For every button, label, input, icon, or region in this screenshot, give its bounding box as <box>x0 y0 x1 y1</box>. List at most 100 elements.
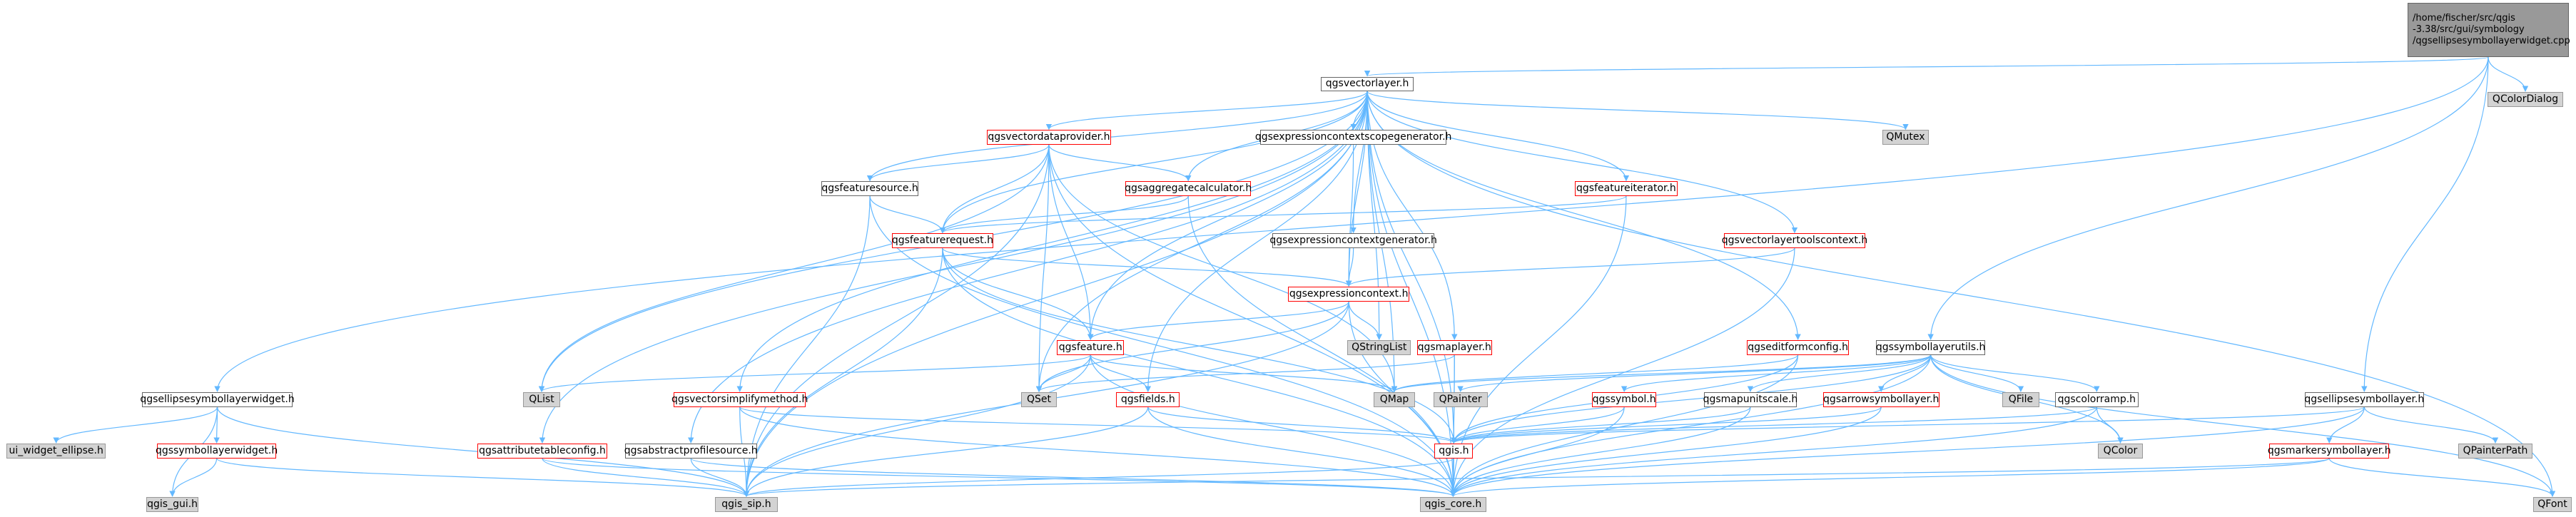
node-qstringlist[interactable]: QStringList <box>1347 340 1411 355</box>
edge-qgscolorramp-to-qgis <box>1451 406 2097 444</box>
edge-qgsexpressioncontext-to-qstringlist <box>1348 301 1382 340</box>
edge-root-to-qcolordialog <box>2488 56 2529 92</box>
edge-qgsfeaturerequest-to-qgsfeature <box>942 247 1094 340</box>
node-qgsvectordataprovider[interactable]: qgsvectordataprovider.h <box>986 130 1111 145</box>
node-qgsexpressioncontextgenerator[interactable]: qgsexpressioncontextgenerator.h <box>1269 233 1437 248</box>
node-qgssymbollayerwidget[interactable]: qgssymbollayerwidget.h <box>156 444 278 459</box>
edge-qgsvectorlayer-to-qgsfields <box>1145 91 1368 392</box>
edge-qgis-to-qgissip <box>744 458 1454 497</box>
node-qcolor[interactable]: QColor <box>2098 444 2143 459</box>
node-qfont[interactable]: QFont <box>2533 496 2572 512</box>
edge-qgsvectorlayer-to-qgsfeature <box>1087 91 1368 340</box>
edge-qgsmapunitscale-to-qgiscore <box>1450 406 1751 497</box>
node-qgsfeaturesource[interactable]: qgsfeaturesource.h <box>821 181 918 197</box>
edge-qgsaggregatecalc-to-qgsfeaturerequest <box>939 195 1189 234</box>
node-qgsarrowsymbollayer[interactable]: qgsarrowsymbollayer.h <box>1822 392 1939 407</box>
edge-qgsvectorlayer-to-qgiscore <box>1366 91 1456 497</box>
edge-qgssymbollayerutils-to-qgsmapunitscale <box>1747 354 1932 392</box>
node-qgssymbol[interactable]: qgssymbol.h <box>1591 392 1657 407</box>
edge-qgsfeature-to-qgsfields <box>1090 354 1151 392</box>
edge-qgsfeature-to-qgiscore <box>1090 354 1456 497</box>
edge-qgssymbollayerutils-to-qgiscore <box>1450 354 1932 497</box>
edge-qgsmapunitscale-to-qgis <box>1451 406 1751 444</box>
node-qmutex[interactable]: QMutex <box>1882 130 1929 145</box>
edge-qgsvltoolscontext-to-qgsexpressioncontext <box>1346 247 1795 287</box>
edge-qgsvectorlayer-to-qgsmaplayer <box>1366 91 1458 340</box>
node-qgsmarkersymbollayer[interactable]: qgsmarkersymbollayer.h <box>2268 444 2391 459</box>
node-qgis-core[interactable]: qgis_core.h <box>1420 496 1486 512</box>
edge-qgssymbollayerutils-to-qgsarrowsymbollayer <box>1878 354 1932 392</box>
node-qgsvectorlayertoolscontext[interactable]: qgsvectorlayertoolscontext.h <box>1722 233 1867 248</box>
node-qpainter[interactable]: QPainter <box>1433 392 1488 407</box>
node-qgssymbollayerutils[interactable]: qgssymbollayerutils.h <box>1875 340 1986 355</box>
node-qcolordialog[interactable]: QColorDialog <box>2488 92 2563 107</box>
edge-qgsvectorsimplify-to-qgis <box>739 406 1457 444</box>
edge-root-to-qgssymbollayerutils <box>1927 56 2489 340</box>
node-ui-widget-ellipse[interactable]: ui_widget_ellipse.h <box>6 444 106 459</box>
node-qgis-gui[interactable]: qgis_gui.h <box>146 496 198 512</box>
edge-qgsellipselayer-to-qgis <box>1451 406 2365 444</box>
node-qgsattributetableconfig[interactable]: qgsattributetableconfig.h <box>477 444 607 459</box>
edge-qgsvectordataprovider-to-qgissip <box>743 144 1050 497</box>
node-qgsexpressioncontextscopegenerator[interactable]: qgsexpressioncontextscopegenerator.h <box>1255 130 1451 145</box>
edge-qgsvectorsimplify-to-qgiscore <box>739 406 1456 497</box>
node-qgsabstractprofilesource[interactable]: qgsabstractprofilesource.h <box>624 444 758 459</box>
edge-qgsfeature-to-qgissip <box>743 354 1091 497</box>
edge-qgsellipsewidget-to-uiwidgetellipse <box>53 406 218 444</box>
edge-qgssymbollayerutils-to-qmap <box>1391 354 1932 392</box>
node-qgis-sip[interactable]: qgis_sip.h <box>714 496 779 512</box>
edge-qgscolorramp-to-qcolor <box>2096 406 2124 444</box>
node-qgis[interactable]: qgis.h <box>1434 444 1474 459</box>
edge-qgsfeaturesource-to-qgissip <box>743 196 871 497</box>
node-qmap[interactable]: QMap <box>1374 392 1415 407</box>
edge-qgsvectorlayer-to-qgsfeaturesource <box>866 91 1368 182</box>
edge-qgsvectorlayer-to-qgsabstractprofile <box>688 91 1368 444</box>
node-qgsvectorsimplifymethod[interactable]: qgsvectorsimplifymethod.h <box>671 392 808 407</box>
node-qgsellipsesymbollayerwidget[interactable]: qgsellipsesymbollayerwidget.h <box>140 392 295 407</box>
node-qpainterpath[interactable]: QPainterPath <box>2458 444 2532 459</box>
node-qgsmapunitscale[interactable]: qgsmapunitscale.h <box>1703 392 1797 407</box>
edge-qgsmarkersymbollayer-to-qgissip <box>744 458 2330 497</box>
node-root-file[interactable]: /home/fischer/src/qgis -3.38/src/gui/sym… <box>2408 3 2570 57</box>
edge-qgsvectordataprovider-to-qgsaggregatecalc <box>1048 144 1192 182</box>
node-qgsfeaturerequest[interactable]: qgsfeaturerequest.h <box>891 233 994 248</box>
node-qfile[interactable]: QFile <box>2002 392 2039 407</box>
edge-qgsfields-to-qgiscore <box>1147 406 1456 497</box>
edge-qgsellipselayer-to-qgiscore <box>1450 406 2365 497</box>
edge-qgssymbollayerutils-to-qgis <box>1451 354 1932 444</box>
edge-qgsfeaturerequest-to-qgsexpressioncontext <box>942 247 1352 287</box>
node-qgseditformconfig[interactable]: qgseditformconfig.h <box>1747 340 1849 355</box>
node-qgsfields[interactable]: qgsfields.h <box>1116 392 1180 407</box>
edge-qgsvectordataprovider-to-qgsfeaturesource <box>866 144 1050 182</box>
node-qgsellipsesymbollayer[interactable]: qgsellipsesymbollayer.h <box>2304 392 2424 407</box>
edge-qgsattrtableconfig-to-qgissip <box>542 458 750 497</box>
node-qgsaggregatecalculator[interactable]: qgsaggregatecalculator.h <box>1125 181 1252 197</box>
node-qgsexpressioncontext[interactable]: qgsexpressioncontext.h <box>1288 287 1410 302</box>
edge-qgsmarkersymbollayer-to-qfont <box>2328 458 2556 497</box>
node-qgsvectorlayer[interactable]: qgsvectorlayer.h <box>1321 76 1414 92</box>
edge-qgsellipselayer-to-qgsmarkersymbollayer <box>2326 406 2365 444</box>
edge-qgssymbollayerutils-to-qfile <box>1930 354 2024 392</box>
edge-qgsexprctxscopegen-to-qgsexpressioncontext <box>1345 144 1354 287</box>
node-qgsmaplayer[interactable]: qgsmaplayer.h <box>1416 340 1493 355</box>
edge-qgsfields-to-qgissip <box>743 406 1149 497</box>
edge-qgssymbollayerutils-to-qfont <box>1930 354 2556 497</box>
edge-qgsvectorlayer-to-qgsfeatureiterator <box>1366 91 1630 182</box>
edge-qgsvectorlayer-to-qgseditformconfig <box>1366 91 1801 340</box>
node-qgsfeature[interactable]: qgsfeature.h <box>1057 340 1125 355</box>
node-qgsfeatureiterator[interactable]: qgsfeatureiterator.h <box>1574 181 1678 197</box>
edge-qgsvectorlayer-to-qgsattrtableconfig <box>539 91 1368 444</box>
edge-root-to-qgsvectorlayer <box>1364 56 2489 77</box>
edge-qgsvectordataprovider-to-qgsfeature <box>1048 144 1094 340</box>
node-qlist[interactable]: QList <box>523 392 560 407</box>
edge-qgsfeaturerequest-to-qgiscore <box>942 247 1456 497</box>
edge-qgsfeature-to-qmap <box>1090 354 1398 392</box>
edge-qgssymbollayerutils-to-qgscolorramp <box>1930 354 2100 392</box>
node-qgscolorramp[interactable]: qgscolorramp.h <box>2055 392 2139 407</box>
edge-qgsattrtableconfig-to-qgiscore <box>542 458 1456 497</box>
edge-qgsexpressioncontext-to-qgsfeature <box>1087 301 1349 340</box>
edge-qgsvectorlayer-to-qmutex <box>1366 91 1909 130</box>
node-qset[interactable]: QSet <box>1021 392 1058 407</box>
edge-qgsvectorlayer-to-qgsvectordataprovider <box>1045 91 1368 130</box>
